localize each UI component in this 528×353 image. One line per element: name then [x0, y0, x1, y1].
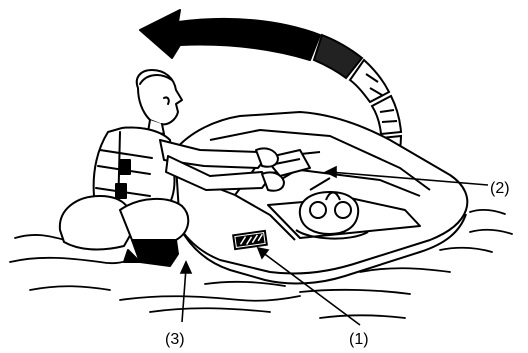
callout-label-2: (2) — [490, 180, 510, 197]
drain-plug-plate — [233, 231, 267, 249]
callout-label-3: (3) — [165, 331, 185, 348]
callout-label-1: (1) — [349, 331, 369, 348]
